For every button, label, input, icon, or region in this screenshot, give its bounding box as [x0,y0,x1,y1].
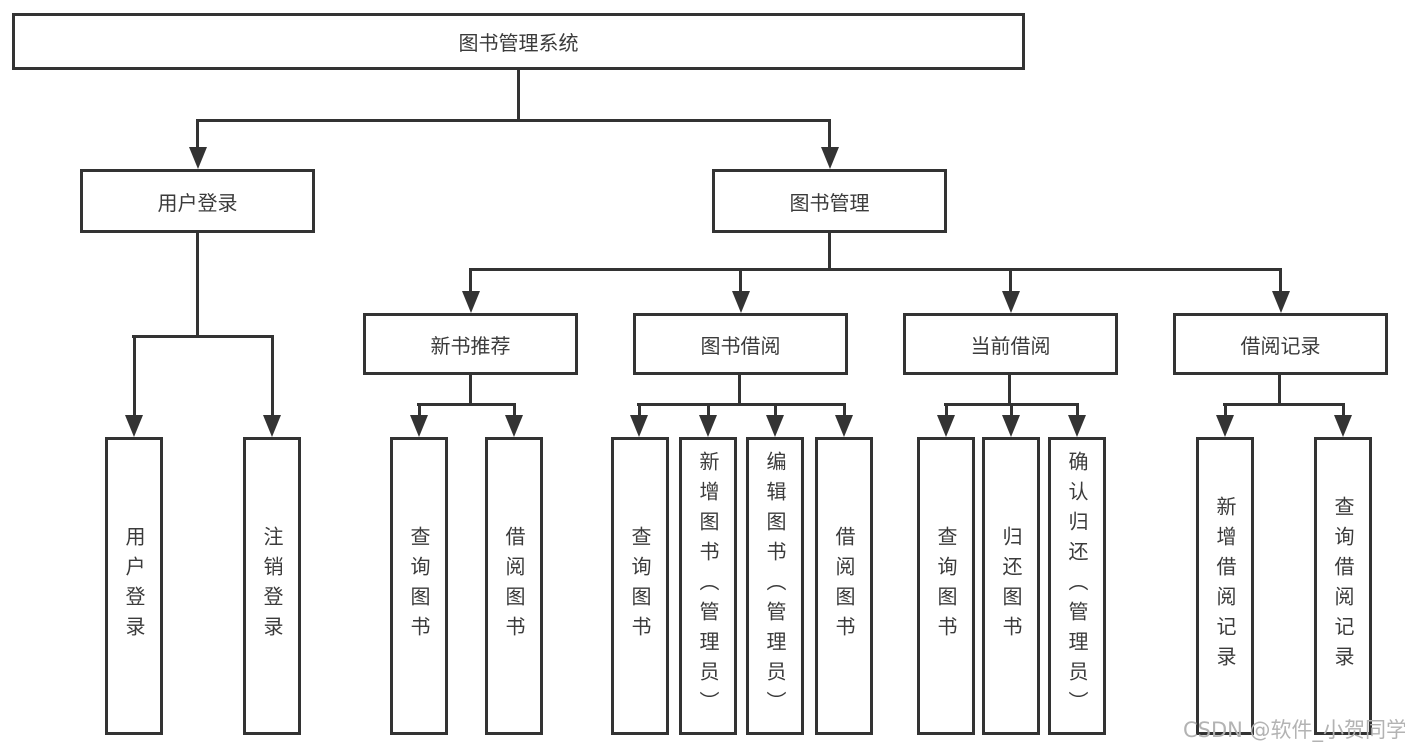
arrowhead-down-icon [263,415,281,437]
node-label: 图书借阅 [700,333,781,358]
node-library-management-system: 图书管理系统 [12,13,1025,70]
connector-line [196,119,199,151]
connector-line [1279,268,1282,295]
node-label: 新书推荐 [430,333,511,358]
connector-line [828,119,831,151]
node-user-login: 用户登录 [80,169,315,233]
node-label: 借阅图书 [832,526,856,646]
connector-line [517,70,520,119]
connector-line [842,403,846,419]
connector-line [637,403,641,419]
connector-line [196,233,199,335]
node-label: 当前借阅 [970,333,1051,358]
connector-line [469,375,472,405]
connector-line [944,403,948,419]
connector-line [738,375,741,405]
node-label: 注销登录 [260,526,284,646]
leaf-query-borrow-record: 查询借阅记录 [1314,437,1372,735]
arrowhead-down-icon [835,415,853,437]
leaf-add-borrow-record: 新增借阅记录 [1196,437,1254,735]
node-new-book-recommend: 新书推荐 [363,313,578,375]
node-book-borrowing: 图书借阅 [633,313,848,375]
arrowhead-down-icon [699,415,717,437]
leaf-return-books: 归还图书 [982,437,1040,735]
connector-line [417,403,516,406]
arrowhead-down-icon [188,147,207,169]
leaf-borrow-books-recommend: 借阅图书 [485,437,543,735]
node-label: 归还图书 [999,526,1023,646]
node-label: 用户登录 [157,190,238,215]
node-label: 查询图书 [628,526,652,646]
connector-line [469,268,1282,271]
node-current-borrowing: 当前借阅 [903,313,1118,375]
connector-line [1009,403,1013,419]
connector-line [828,233,831,271]
node-label: 确认归还（管理员） [1065,451,1089,721]
connector-line [270,335,274,419]
leaf-confirm-return-admin: 确认归还（管理员） [1048,437,1106,735]
arrowhead-down-icon [1271,291,1290,313]
node-borrowing-records: 借阅记录 [1173,313,1388,375]
connector-line [469,268,472,295]
node-label: 查询图书 [407,526,431,646]
arrowhead-down-icon [1001,291,1020,313]
arrowhead-down-icon [731,291,750,313]
leaf-query-books-recommend: 查询图书 [390,437,448,735]
node-label: 新增图书（管理员） [696,451,720,721]
leaf-edit-books-admin: 编辑图书（管理员） [746,437,804,735]
node-label: 借阅记录 [1240,333,1321,358]
node-label: 图书管理系统 [458,31,579,55]
node-label: 借阅图书 [502,526,526,646]
arrowhead-down-icon [1216,415,1234,437]
connector-line [132,335,136,419]
connector-line [1009,268,1012,295]
connector-line [1075,403,1079,419]
arrowhead-down-icon [1068,415,1086,437]
node-label: 新增借阅记录 [1213,496,1237,676]
arrowhead-down-icon [461,291,480,313]
node-label: 图书管理 [789,190,870,215]
arrowhead-down-icon [505,415,523,437]
arrowhead-down-icon [937,415,955,437]
connector-line [1341,403,1345,419]
connector-line [1223,403,1345,406]
connector-line [196,119,831,122]
connector-line [773,403,777,419]
arrowhead-down-icon [410,415,428,437]
connector-line [1008,375,1011,405]
connector-line [637,403,846,406]
connector-line [417,403,421,419]
node-label: 用户登录 [122,526,146,646]
node-label: 查询借阅记录 [1331,496,1355,676]
arrowhead-down-icon [820,147,839,169]
connector-line [706,403,710,419]
connector-line [1278,375,1281,405]
connector-line [739,268,742,295]
arrowhead-down-icon [125,415,143,437]
node-book-management: 图书管理 [712,169,947,233]
arrowhead-down-icon [766,415,784,437]
arrowhead-down-icon [1002,415,1020,437]
leaf-user-login: 用户登录 [105,437,163,735]
node-label: 查询图书 [934,526,958,646]
arrowhead-down-icon [1334,415,1352,437]
leaf-logout: 注销登录 [243,437,301,735]
node-label: 编辑图书（管理员） [763,451,787,721]
connector-line [1223,403,1227,419]
leaf-borrow-books: 借阅图书 [815,437,873,735]
leaf-query-books-current: 查询图书 [917,437,975,735]
csdn-watermark: CSDN @软件_小贺同学 [1183,718,1405,742]
connector-line [132,335,273,338]
leaf-add-books-admin: 新增图书（管理员） [679,437,737,735]
arrowhead-down-icon [630,415,648,437]
leaf-query-books-borrowing: 查询图书 [611,437,669,735]
connector-line [512,403,516,419]
